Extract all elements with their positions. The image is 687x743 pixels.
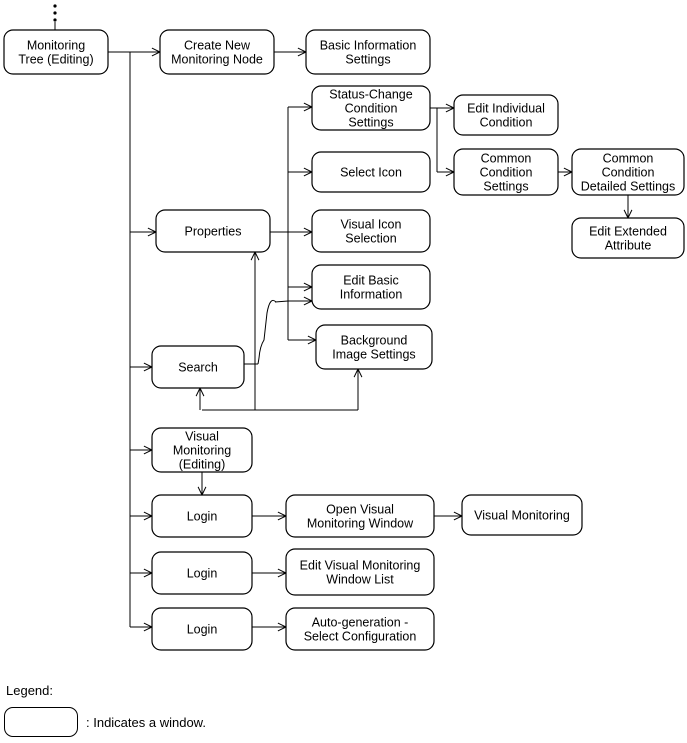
basic-information-settings-box [305,29,431,75]
edit-visual-monitoring-window-list-label: Window List [326,573,394,587]
login-3-box [151,607,253,651]
edit-visual-monitoring-window-list-label: Edit Visual Monitoring [300,559,421,573]
legend-title: Legend: [6,683,53,698]
open-visual-monitoring-window-label: Open Visual [326,503,394,517]
status-change-condition-settings-label: Condition [345,102,398,116]
crossover-line [258,299,277,359]
visual-monitoring-box [461,494,583,536]
login-1-label: Login [187,510,218,524]
auto-generation-select-configuration-node: Auto-generation -Select Configuration [285,607,435,651]
common-condition-settings-label: Settings [483,180,528,194]
basic-information-settings-label: Settings [345,53,390,67]
search-box [151,345,245,389]
monitoring-tree-editing-label: Monitoring [27,39,85,53]
auto-generation-select-configuration-label: Select Configuration [304,630,417,644]
properties-node: Properties [155,209,271,253]
background-image-settings-label: Image Settings [332,348,415,362]
legend-window-symbol [4,707,78,737]
login-1-node: Login [151,494,253,538]
edit-basic-information-box [311,264,431,310]
ellipsis-dot [53,18,57,22]
edit-extended-attribute-label: Edit Extended [589,225,667,239]
common-condition-detailed-settings-label: Common [603,152,654,166]
properties-box [155,209,271,253]
monitoring-tree-editing-box [3,29,109,75]
status-change-condition-settings-label: Settings [348,116,393,130]
edit-extended-attribute-box [571,217,685,259]
visual-icon-selection-label: Visual Icon [341,218,402,232]
common-condition-settings-box [453,148,559,196]
select-icon-label: Select Icon [340,166,402,180]
edit-extended-attribute-label: Attribute [605,239,652,253]
common-condition-detailed-settings-label: Condition [602,166,655,180]
auto-generation-select-configuration-box [285,607,435,651]
visual-monitoring-editing-label: Monitoring [173,444,231,458]
edit-basic-information-label: Information [340,288,403,302]
visual-icon-selection-label: Selection [345,232,396,246]
status-change-condition-settings-box [311,85,431,131]
ellipsis-dot [53,11,57,15]
status-change-condition-settings-label: Status-Change [329,88,412,102]
create-new-monitoring-node-label: Create New [184,39,251,53]
login-2-box [151,551,253,595]
properties-label: Properties [185,225,242,239]
login-3-label: Login [187,623,218,637]
legend-description: : Indicates a window. [86,715,206,730]
visual-monitoring-node: Visual Monitoring [461,494,583,536]
open-visual-monitoring-window-box [285,494,435,538]
visual-monitoring-editing-label: Visual [185,430,219,444]
visual-icon-selection-box [311,209,431,253]
connector-line [274,300,289,303]
edges [53,4,633,632]
search-node: Search [151,345,245,389]
common-condition-settings-label: Condition [480,166,533,180]
login-3-node: Login [151,607,253,651]
login-2-node: Login [151,551,253,595]
create-new-monitoring-node-label: Monitoring Node [171,53,263,67]
connector-line [257,357,260,365]
edit-individual-condition-label: Condition [480,116,533,130]
monitoring-tree-editing-label: Tree (Editing) [18,53,93,67]
edit-visual-monitoring-window-list-box [285,548,435,596]
select-icon-box [311,151,431,193]
visual-monitoring-editing-label: (Editing) [179,458,226,472]
ellipsis-dot [53,4,57,8]
common-condition-settings-label: Common [481,152,532,166]
login-2-label: Login [187,567,218,581]
select-icon-node: Select Icon [311,151,431,193]
basic-information-settings-label: Basic Information [320,39,417,53]
search-label: Search [178,361,218,375]
common-condition-detailed-settings-label: Detailed Settings [581,180,676,194]
open-visual-monitoring-window-label: Monitoring Window [307,517,414,531]
common-condition-detailed-settings-box [571,148,685,196]
background-image-settings-box [315,324,433,370]
background-image-settings-label: Background [341,334,408,348]
edit-individual-condition-label: Edit Individual [467,102,545,116]
edit-individual-condition-box [453,94,559,136]
edit-basic-information-label: Edit Basic [343,274,399,288]
auto-generation-select-configuration-label: Auto-generation - [312,616,409,630]
login-1-box [151,494,253,538]
visual-monitoring-editing-box [151,427,253,473]
visual-monitoring-label: Visual Monitoring [474,509,570,523]
create-new-monitoring-node-box [159,29,275,75]
